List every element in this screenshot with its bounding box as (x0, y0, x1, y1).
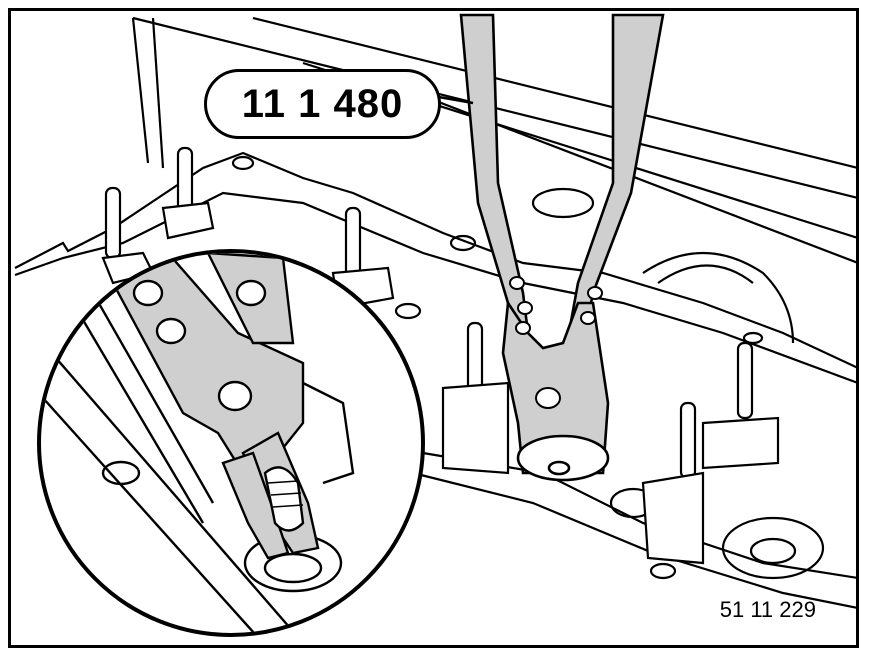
pliers-rivets (509, 276, 603, 409)
diagram-frame: 11 1 480 51 11 229 (8, 8, 859, 648)
figure-number: 51 11 229 (719, 597, 816, 622)
guide-pins (101, 146, 780, 565)
pliers-tool (459, 13, 665, 482)
tool-number-callout: 11 1 480 (204, 69, 441, 139)
detail-magnifier (37, 249, 425, 637)
cylinder-head-illustration (14, 13, 856, 637)
